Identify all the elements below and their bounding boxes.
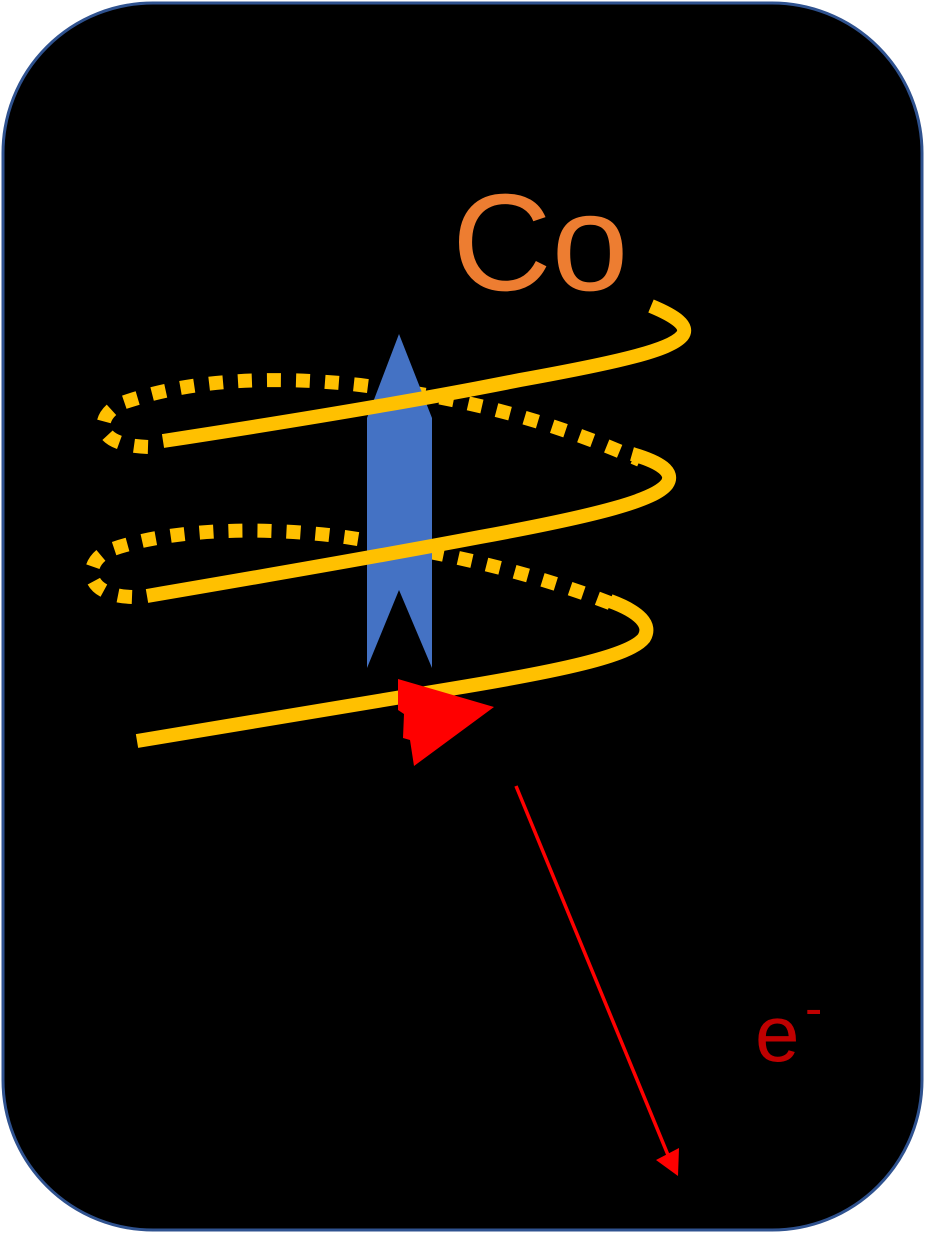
current-direction-arrowhead-icon [398,679,494,766]
electron-label: e [755,989,800,1078]
element-label: Co [452,166,628,320]
electron-charge-label: - [805,980,822,1038]
spin-up-icon [367,334,432,668]
coil-front-segments [135,299,691,748]
coil-front-bottom [135,594,654,748]
coil-front-top [161,299,691,448]
coil-front-middle [145,447,676,603]
electron-emission-arrowhead-icon [656,1148,679,1176]
electron-emission-line [514,785,670,1156]
coil-back-lower [84,523,623,614]
coil-back-segments [84,373,643,614]
coil-back-upper [96,373,643,467]
